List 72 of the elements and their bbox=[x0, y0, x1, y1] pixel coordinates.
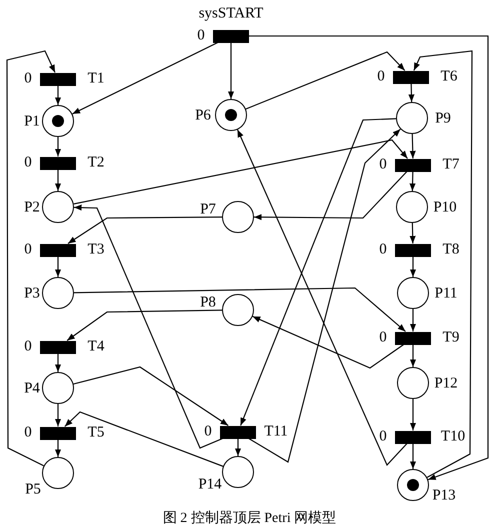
place-label: P10 bbox=[433, 200, 457, 216]
transition-label: T6 bbox=[440, 70, 458, 84]
place-label: P7 bbox=[200, 202, 216, 218]
place-label: P1 bbox=[24, 114, 40, 130]
arrow bbox=[413, 50, 473, 478]
arrow bbox=[254, 171, 408, 220]
arrow bbox=[64, 411, 224, 467]
arrow bbox=[6, 50, 56, 466]
arrow bbox=[54, 137, 62, 156]
transition-label: T9 bbox=[442, 330, 460, 346]
transition-label: sysSTART bbox=[198, 6, 264, 22]
delay-label: 0 bbox=[204, 424, 212, 440]
delay-label: 0 bbox=[24, 72, 32, 86]
arrow bbox=[74, 204, 223, 449]
arrow bbox=[68, 216, 222, 244]
arrow bbox=[410, 256, 416, 277]
place-label: P6 bbox=[195, 108, 211, 124]
arrow bbox=[234, 438, 242, 456]
arrow bbox=[410, 222, 416, 244]
place-label: P9 bbox=[435, 112, 451, 126]
arrow bbox=[54, 404, 62, 426]
transition-label: T8 bbox=[442, 242, 460, 258]
arrow bbox=[410, 399, 416, 430]
arrow bbox=[72, 42, 218, 114]
arrow bbox=[249, 35, 489, 480]
delay-label: 0 bbox=[197, 28, 205, 44]
transition-label: T7 bbox=[442, 158, 460, 172]
delay-label: 0 bbox=[379, 158, 387, 172]
arrow bbox=[54, 86, 62, 105]
arrow bbox=[240, 118, 396, 426]
arrow bbox=[54, 354, 62, 372]
arrow bbox=[409, 171, 416, 192]
arrow bbox=[74, 287, 406, 332]
arrow bbox=[410, 444, 416, 469]
place-label: P4 bbox=[24, 382, 40, 396]
transition-label: T11 bbox=[264, 424, 288, 440]
arrow bbox=[74, 139, 408, 204]
caption: 图 2 控制器顶层 Petri 网模型 bbox=[162, 510, 338, 528]
place-label: P8 bbox=[200, 296, 216, 310]
arrow bbox=[66, 310, 222, 341]
delay-label: 0 bbox=[379, 242, 387, 258]
place-label: P2 bbox=[24, 200, 40, 216]
delay-label: 0 bbox=[24, 426, 32, 440]
delay-label: 0 bbox=[379, 430, 387, 444]
arrow bbox=[54, 440, 62, 457]
place-label: P14 bbox=[198, 478, 222, 492]
arrow bbox=[73, 366, 228, 426]
place-label: P3 bbox=[24, 286, 40, 302]
transition-label: T2 bbox=[88, 156, 104, 170]
place-label: P11 bbox=[434, 286, 458, 302]
arrow bbox=[252, 316, 404, 369]
delay-label: 0 bbox=[24, 242, 32, 258]
arrow bbox=[408, 83, 415, 102]
transition-label: T5 bbox=[88, 426, 104, 440]
arrow bbox=[410, 134, 416, 159]
delay-label: 0 bbox=[377, 70, 385, 84]
delay-label: 0 bbox=[24, 340, 32, 354]
transition-label: T3 bbox=[88, 242, 104, 258]
place-label: P12 bbox=[434, 376, 458, 392]
transition-label: T1 bbox=[88, 72, 104, 86]
transition-label: T10 bbox=[440, 430, 466, 444]
arrow bbox=[246, 51, 406, 110]
place-label: P5 bbox=[25, 482, 41, 498]
arrow bbox=[410, 344, 416, 367]
arrow bbox=[54, 256, 62, 277]
arrow bbox=[54, 170, 62, 191]
transition-label: T4 bbox=[88, 340, 104, 354]
delay-label: 0 bbox=[379, 330, 387, 346]
arrow bbox=[410, 309, 416, 332]
delay-label: 0 bbox=[24, 156, 32, 170]
place-label: P13 bbox=[432, 488, 456, 504]
arrow bbox=[228, 42, 234, 99]
